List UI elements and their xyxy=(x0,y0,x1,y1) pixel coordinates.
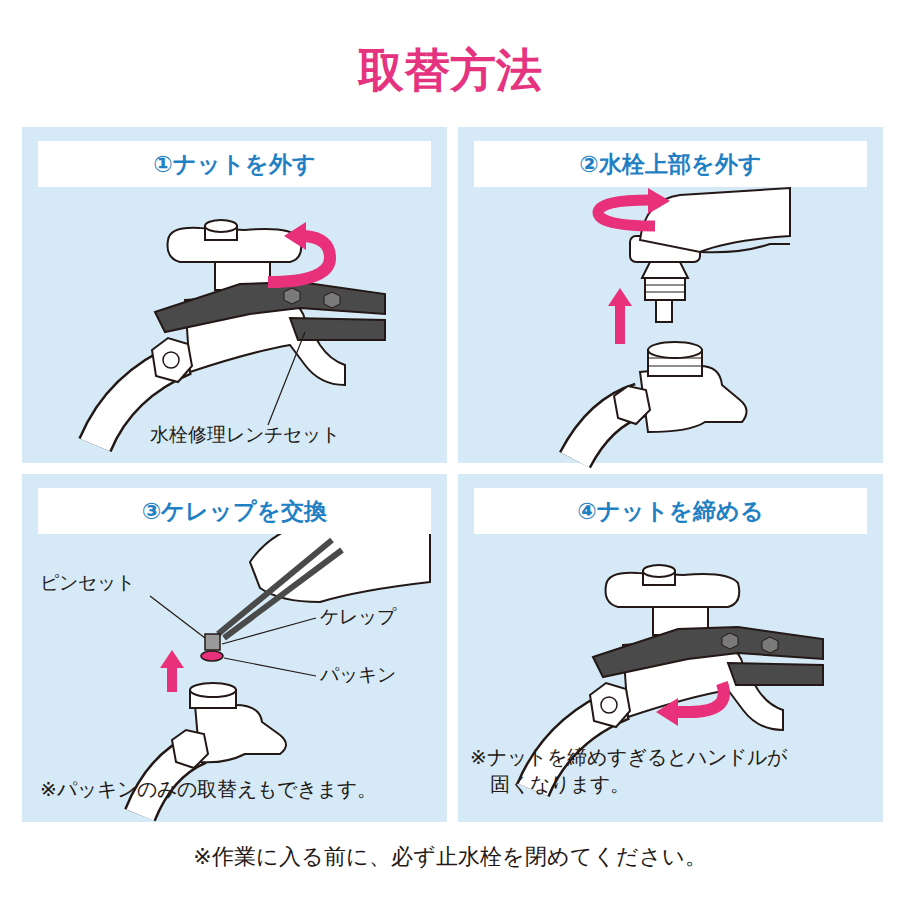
part-label: パッキン xyxy=(320,662,396,686)
step-panel: ④ナットを締める ※ナットを締めすぎるとハンドルが 固くなります。 xyxy=(458,474,883,822)
note-text: ※ナットを締めすぎるとハンドルが 固くなります。 xyxy=(470,744,870,798)
title: 取替方法 xyxy=(0,40,900,100)
part-label: ケレップ xyxy=(320,604,396,628)
step-heading: ④ナットを締める xyxy=(474,488,867,534)
step-panel: ②水栓上部を外す xyxy=(458,127,883,463)
step-heading: ①ナットを外す xyxy=(38,141,431,187)
step-heading: ②水栓上部を外す xyxy=(474,141,867,187)
step-panel: ①ナットを外す xyxy=(22,127,447,463)
step-panel: ③ケレップを交換 ※パッキンのみの取替えもできます。 xyxy=(22,474,447,822)
part-label: ピンセット xyxy=(40,570,135,594)
note-text: ※パッキンのみの取替えもできます。 xyxy=(40,776,440,803)
caption: ※作業に入る前に、必ず止水栓を閉めてください。 xyxy=(0,842,900,872)
step-heading: ③ケレップを交換 xyxy=(38,488,431,534)
part-label: 水栓修理レンチセット xyxy=(150,422,340,446)
